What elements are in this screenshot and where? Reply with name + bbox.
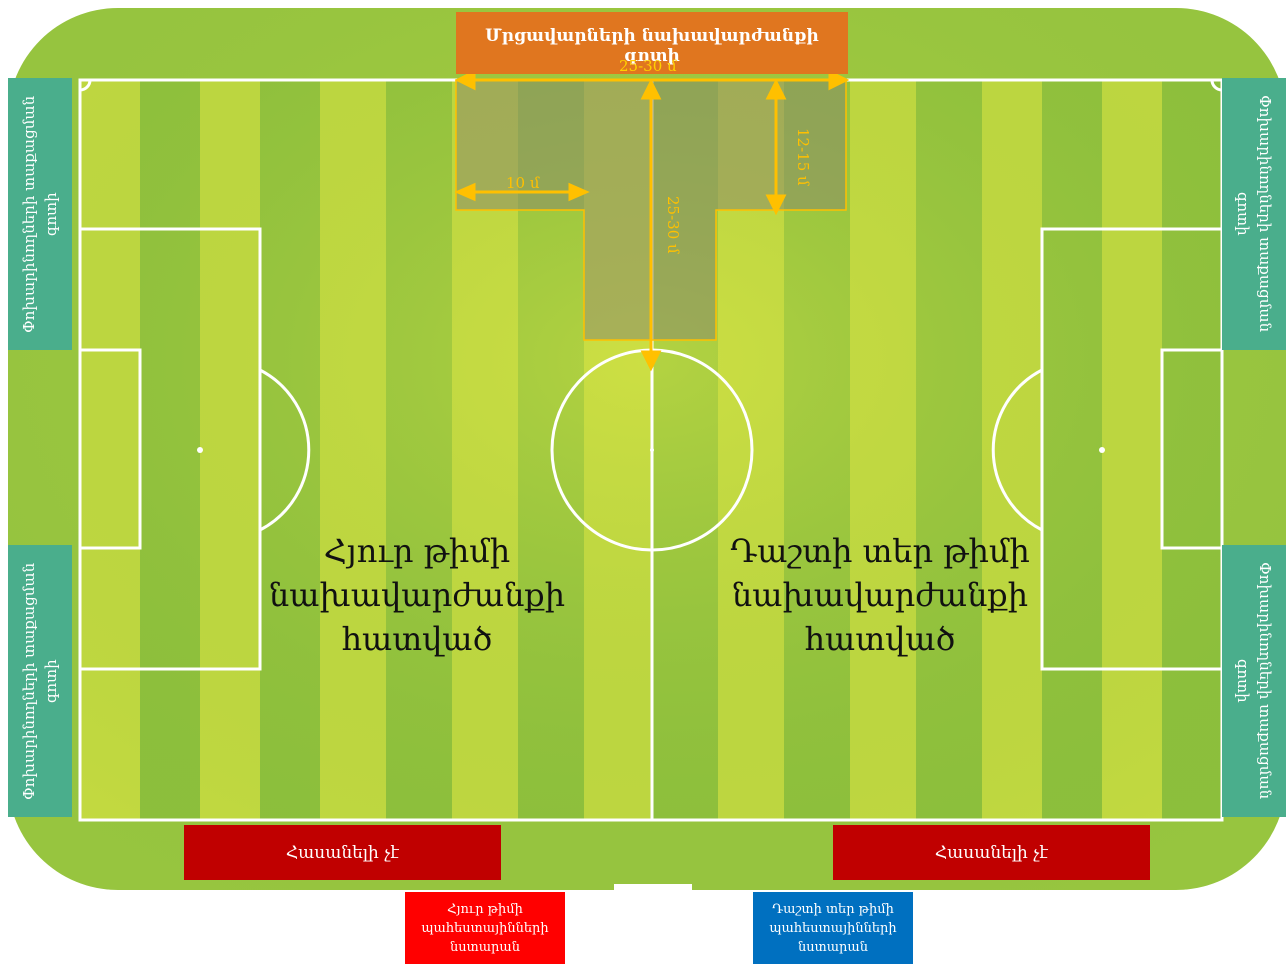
home-team-warmup-half-label: Դաշտի տեր թիմի նախավարժանքի հատված [720,525,1040,665]
home-team-warmup-half-text: Դաշտի տեր թիմի նախավարժանքի հատված [720,529,1040,661]
unavailable-area-left: Հասանելի չէ [184,825,501,880]
unavailable-left-text: Հասանելի չէ [286,843,399,863]
away-team-bench-text: Հյուր թիմի պահեստայինների նստարան [409,900,561,957]
left-penalty-spot [197,447,203,453]
away-team-bench: Հյուր թիմի պահեստայինների նստարան [405,892,565,964]
tunnel-gap [614,884,692,890]
substitutes-warmup-label: Փոխարինողների տաքացման գոտի [18,78,62,350]
away-team-warmup-half-text: Հյուր թիմի նախավարժանքի հատված [257,529,577,661]
substitutes-warmup-panel-top-right: Փոխարինողների տաքացման գոտի [1222,78,1286,350]
away-team-warmup-half-label: Հյուր թիմի նախավարժանքի հատված [257,525,577,665]
substitutes-warmup-panel-bottom-right: Փոխարինողների տաքացման գոտի [1222,545,1286,817]
right-penalty-spot [1099,447,1105,453]
centre-spot [650,448,654,452]
substitutes-warmup-panel-top-left: Փոխարինողների տաքացման գոտի [8,78,72,350]
warmup-zone-length-label: 25-30 մ [664,196,682,254]
home-team-bench-text: Դաշտի տեր թիմի պահեստայինների նստարան [757,900,909,957]
substitutes-warmup-panel-bottom-left: Փոխարինողների տաքացման գոտի [8,545,72,817]
substitutes-warmup-label: Փոխարինողների տաքացման գոտի [18,545,62,817]
unavailable-right-text: Հասանելի չէ [935,843,1048,863]
substitutes-warmup-label: Փոխարինողների տաքացման գոտի [1232,545,1276,817]
warmup-zone-depth-label: 12-15 մ [794,128,812,186]
warmup-zone-width-label: 25-30 մ [619,57,677,75]
substitutes-warmup-label: Փոխարինողների տաքացման գոտի [1232,78,1276,350]
home-team-bench: Դաշտի տեր թիմի պահեստայինների նստարան [753,892,913,964]
unavailable-area-right: Հասանելի չէ [833,825,1150,880]
warmup-zone-side-label: 10 մ [506,174,540,192]
